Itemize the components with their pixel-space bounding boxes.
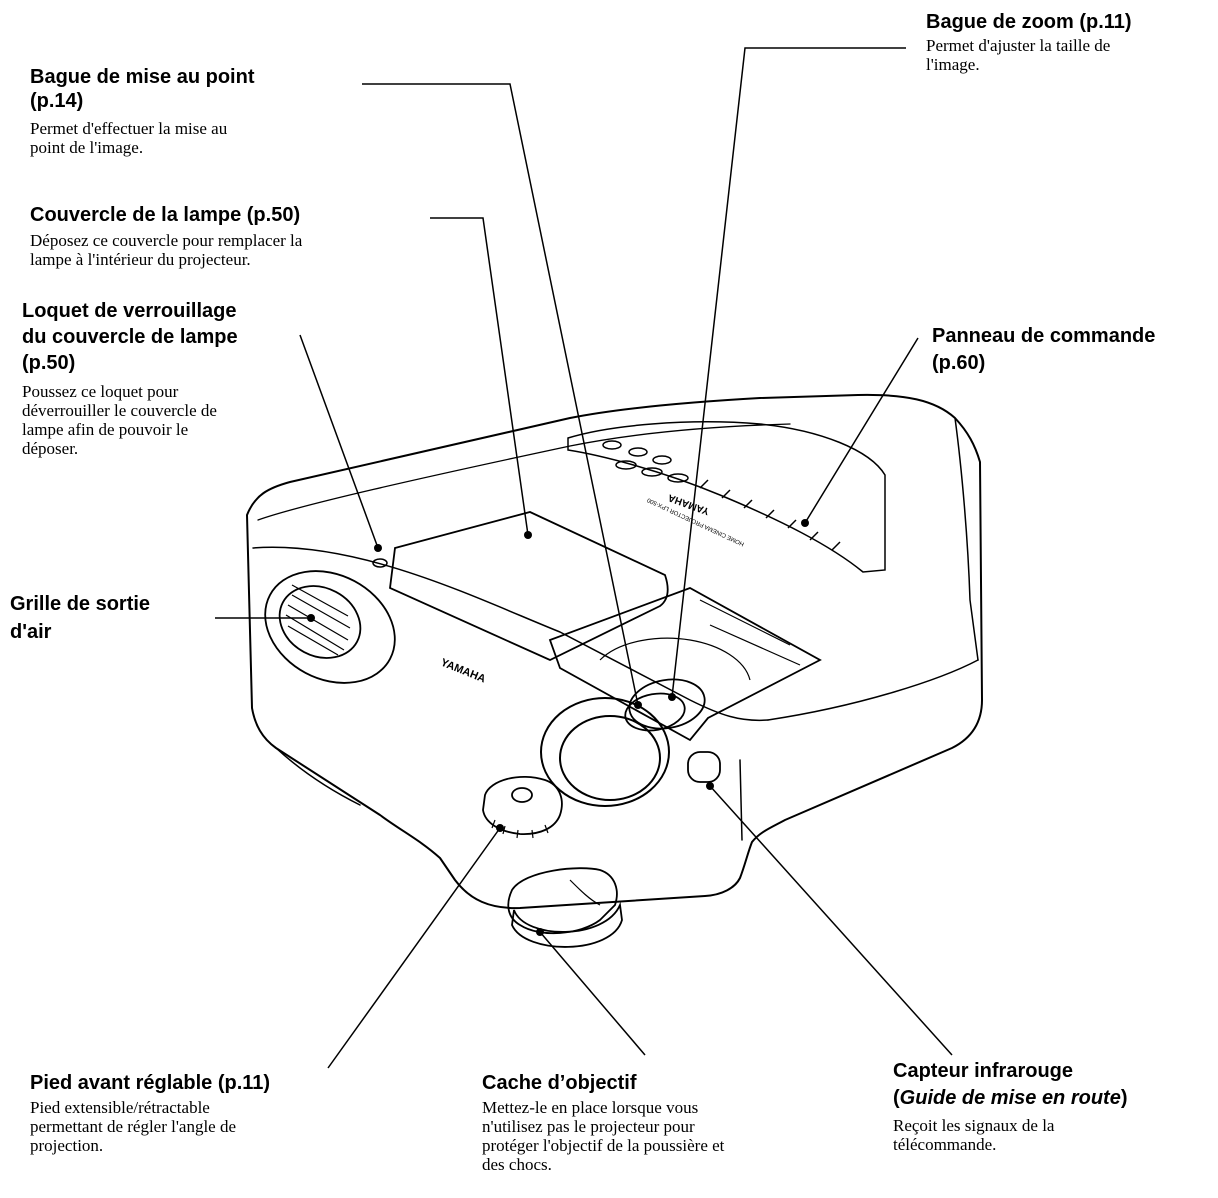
air-grille (264, 570, 396, 684)
front-foot (482, 776, 563, 839)
main-lens (540, 697, 670, 807)
air-grille-title: Grille de sortie d'air (10, 593, 151, 643)
ir-sensor-desc: Reçoit les signaux de la télécommande. (893, 1116, 1055, 1154)
callout-focus-ring: Bague de mise au point (p.14) Permet d'e… (30, 65, 330, 157)
lamp-latch-desc: Poussez ce loquet pour déverrouiller le … (22, 382, 217, 458)
front-foot-desc: Pied extensible/rétractable permettant d… (30, 1098, 237, 1155)
leader-ir-sensor (709, 785, 953, 1056)
leader-lens-cap (539, 931, 646, 1056)
leader-lines (215, 47, 953, 1069)
focus-ring-desc: Permet d'effectuer la mise au point de l… (30, 119, 228, 157)
leader-lamp-cover (430, 217, 529, 536)
zoom-ring-desc: Permet d'ajuster la taille de l'image. (926, 36, 1111, 74)
control-panel-title: Panneau de commande (p.60) (932, 325, 1156, 374)
zoom-ring-title: Bague de zoom (p.11) (926, 11, 1132, 33)
leader-zoom (671, 47, 906, 698)
callout-control-panel: Panneau de commande (p.60) (932, 323, 1216, 377)
leader-focus (362, 83, 639, 706)
leader-control-panel (804, 337, 919, 524)
focus-ring-title: Bague de mise au point (p.14) (30, 66, 255, 112)
control-panel (567, 421, 886, 573)
callout-zoom-ring: Bague de zoom (p.11) Permet d'ajuster la… (926, 10, 1206, 74)
callout-ir-sensor: Capteur infrarouge (Guide de mise en rou… (893, 1058, 1213, 1154)
lens-cap-desc: Mettez-le en place lorsque vous n'utilis… (482, 1098, 725, 1174)
projector-body-outline (246, 393, 983, 910)
leader-front-foot (327, 827, 501, 1069)
front-foot-title: Pied avant réglable (p.11) (30, 1072, 271, 1094)
lamp-latch (372, 558, 388, 568)
callout-lamp-latch: Loquet de verrouillage du couvercle de l… (22, 298, 312, 458)
lamp-cover-desc: Déposez ce couvercle pour remplacer la l… (30, 231, 303, 269)
lens-cap-title: Cache d’objectif (482, 1072, 637, 1094)
lamp-cover-title: Couvercle de la lampe (p.50) (30, 204, 301, 226)
callout-air-grille: Grille de sortie d'air (10, 590, 210, 646)
ir-sensor-title: Capteur infrarouge (Guide de mise en rou… (893, 1060, 1128, 1109)
callout-lens-cap: Cache d’objectif Mettez-le en place lors… (482, 1071, 852, 1174)
leader-lamp-latch (299, 334, 379, 549)
lens-bay (548, 587, 822, 742)
front-brand-logo: YAMAHA (439, 657, 487, 686)
callout-lamp-cover: Couvercle de la lampe (p.50) Déposez ce … (30, 203, 430, 269)
ir-sensor (687, 751, 721, 783)
callout-front-foot: Pied avant réglable (p.11) Pied extensib… (30, 1071, 350, 1155)
lamp-latch-title: Loquet de verrouillage du couvercle de l… (22, 300, 238, 374)
